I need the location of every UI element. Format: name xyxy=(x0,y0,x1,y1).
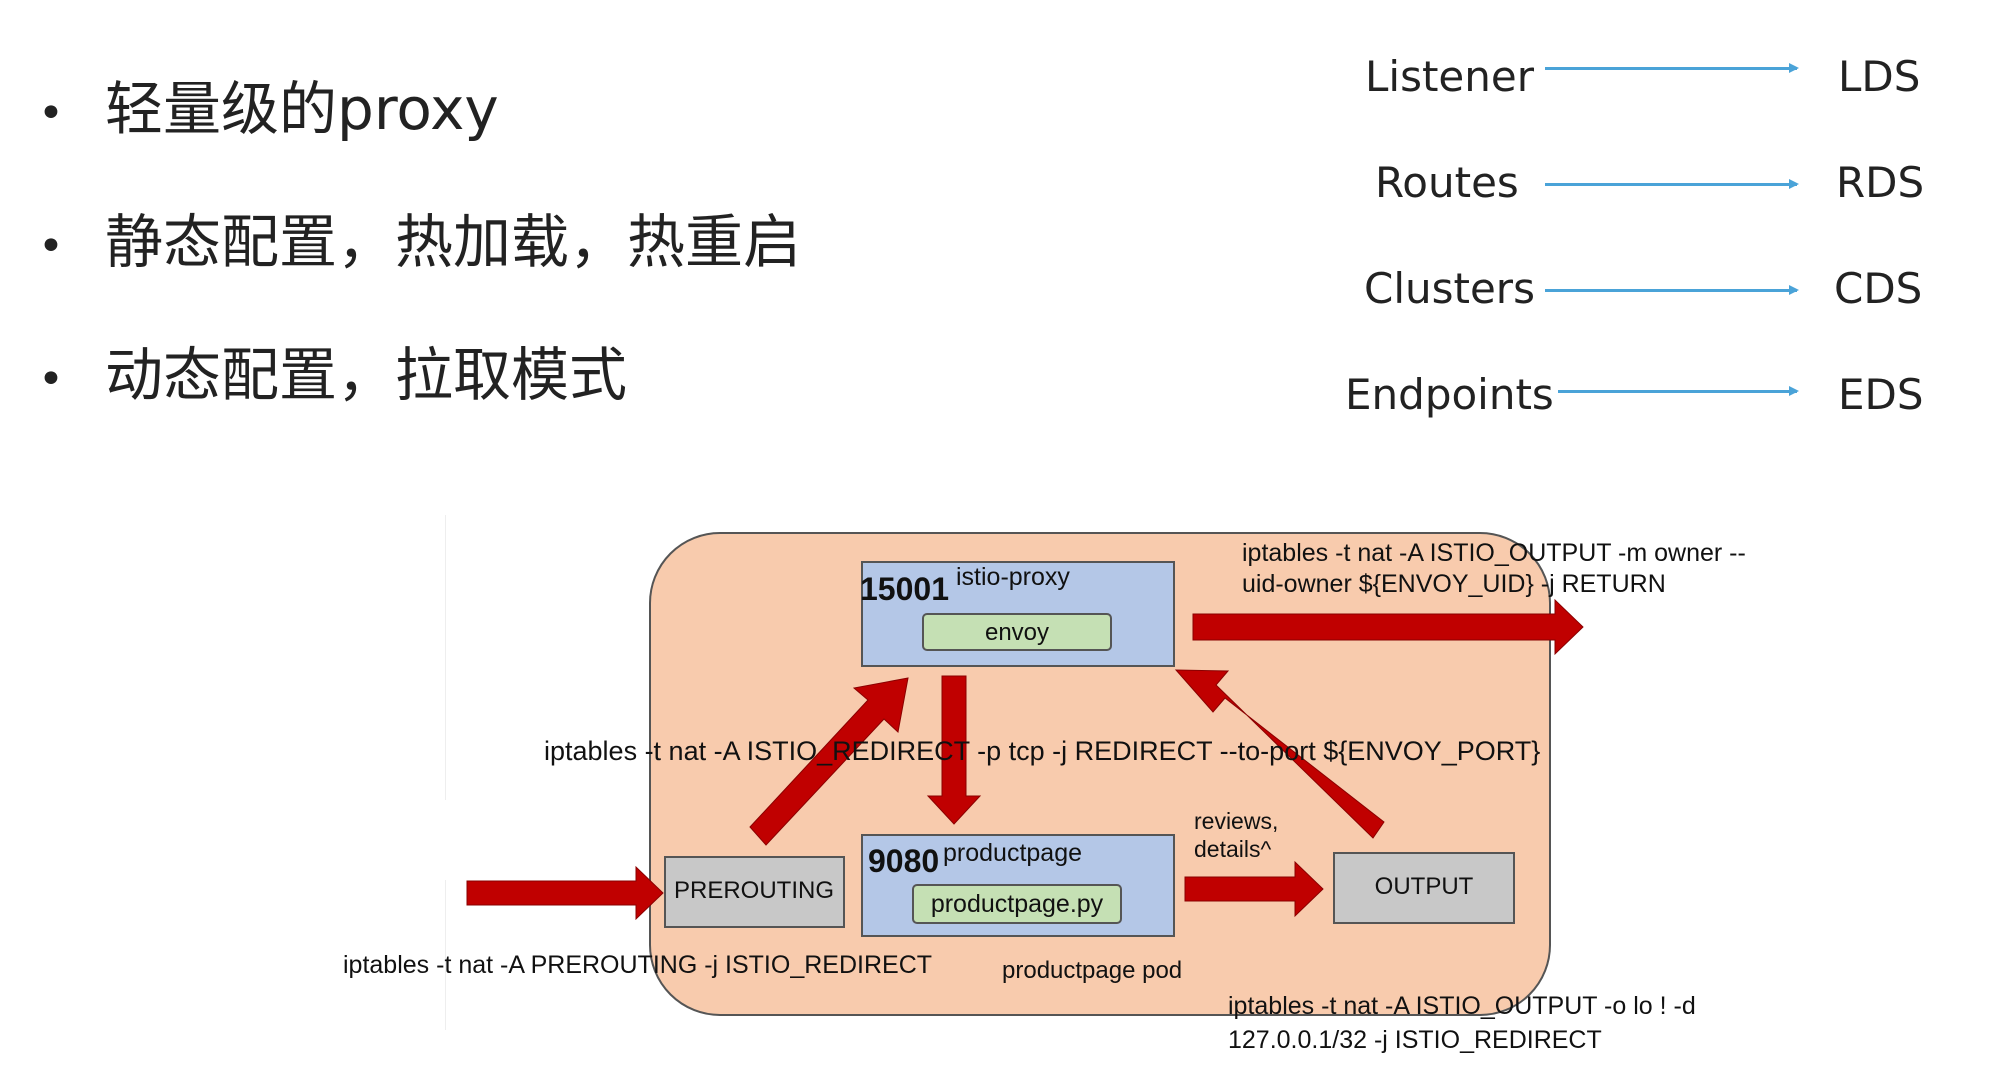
output-box xyxy=(1333,852,1515,924)
bullet-item-1: 轻量级的proxy xyxy=(105,75,499,143)
mapping-arrow xyxy=(1558,386,1799,396)
divider xyxy=(445,515,446,800)
app-port: 9080 xyxy=(868,843,939,879)
rule-redirect: iptables -t nat -A ISTIO_REDIRECT -p tcp… xyxy=(544,736,1540,766)
bullet-item-2: 静态配置，热加载，热重启 xyxy=(105,208,802,276)
mapping-left-endpoints: Endpoints xyxy=(1345,370,1554,419)
arrow-inbound xyxy=(466,865,664,921)
arrow-prerouting-to-proxy xyxy=(749,677,909,846)
rule-prerouting: iptables -t nat -A PREROUTING -j ISTIO_R… xyxy=(343,951,932,979)
app-name: productpage xyxy=(943,839,1082,867)
mapping-left-listener: Listener xyxy=(1365,52,1534,101)
prerouting-box xyxy=(664,856,845,928)
mapping-left-routes: Routes xyxy=(1375,158,1519,207)
prerouting-label: PREROUTING xyxy=(674,877,834,904)
pod-label: productpage pod xyxy=(1002,957,1182,984)
mapping-right-cds: CDS xyxy=(1834,264,1923,313)
rule-output-owner-line1: iptables -t nat -A ISTIO_OUTPUT -m owner… xyxy=(1242,539,1746,567)
mapping-left-clusters: Clusters xyxy=(1364,264,1535,313)
proxy-name: istio-proxy xyxy=(956,563,1070,591)
mapping-right-rds: RDS xyxy=(1836,158,1925,207)
rule-output-owner-line2: uid-owner ${ENVOY_UID} -j RETURN xyxy=(1242,570,1666,598)
rule-output-lo-line2: 127.0.0.1/32 -j ISTIO_REDIRECT xyxy=(1228,1026,1602,1054)
rule-output-lo-line1: iptables -t nat -A ISTIO_OUTPUT -o lo ! … xyxy=(1228,992,1696,1020)
mapping-arrow xyxy=(1545,285,1799,295)
arrow-app-to-output xyxy=(1184,860,1324,918)
proxy-port: 15001 xyxy=(860,571,949,607)
divider xyxy=(445,880,446,1030)
output-label: OUTPUT xyxy=(1375,873,1474,900)
bullet-item-3: 动态配置，拉取模式 xyxy=(105,341,628,409)
bullet-dot: • xyxy=(38,221,64,272)
mapping-right-lds: LDS xyxy=(1838,52,1921,101)
envoy-label: envoy xyxy=(985,619,1049,646)
bullet-dot: • xyxy=(38,88,64,139)
mapping-right-eds: EDS xyxy=(1838,370,1924,419)
arrow-proxy-to-app xyxy=(926,675,982,825)
arrow-note-reviews: reviews, xyxy=(1194,808,1278,834)
mapping-arrow xyxy=(1545,63,1799,73)
mapping-arrow xyxy=(1545,179,1799,189)
envoy-box xyxy=(922,613,1112,651)
arrow-output-to-proxy xyxy=(1174,669,1385,839)
bullet-dot: • xyxy=(38,354,64,405)
productpage-py-label: productpage.py xyxy=(931,890,1104,918)
arrow-note-details: details^ xyxy=(1194,836,1271,862)
productpage-py-box xyxy=(912,884,1122,924)
arrow-outbound xyxy=(1192,598,1584,656)
